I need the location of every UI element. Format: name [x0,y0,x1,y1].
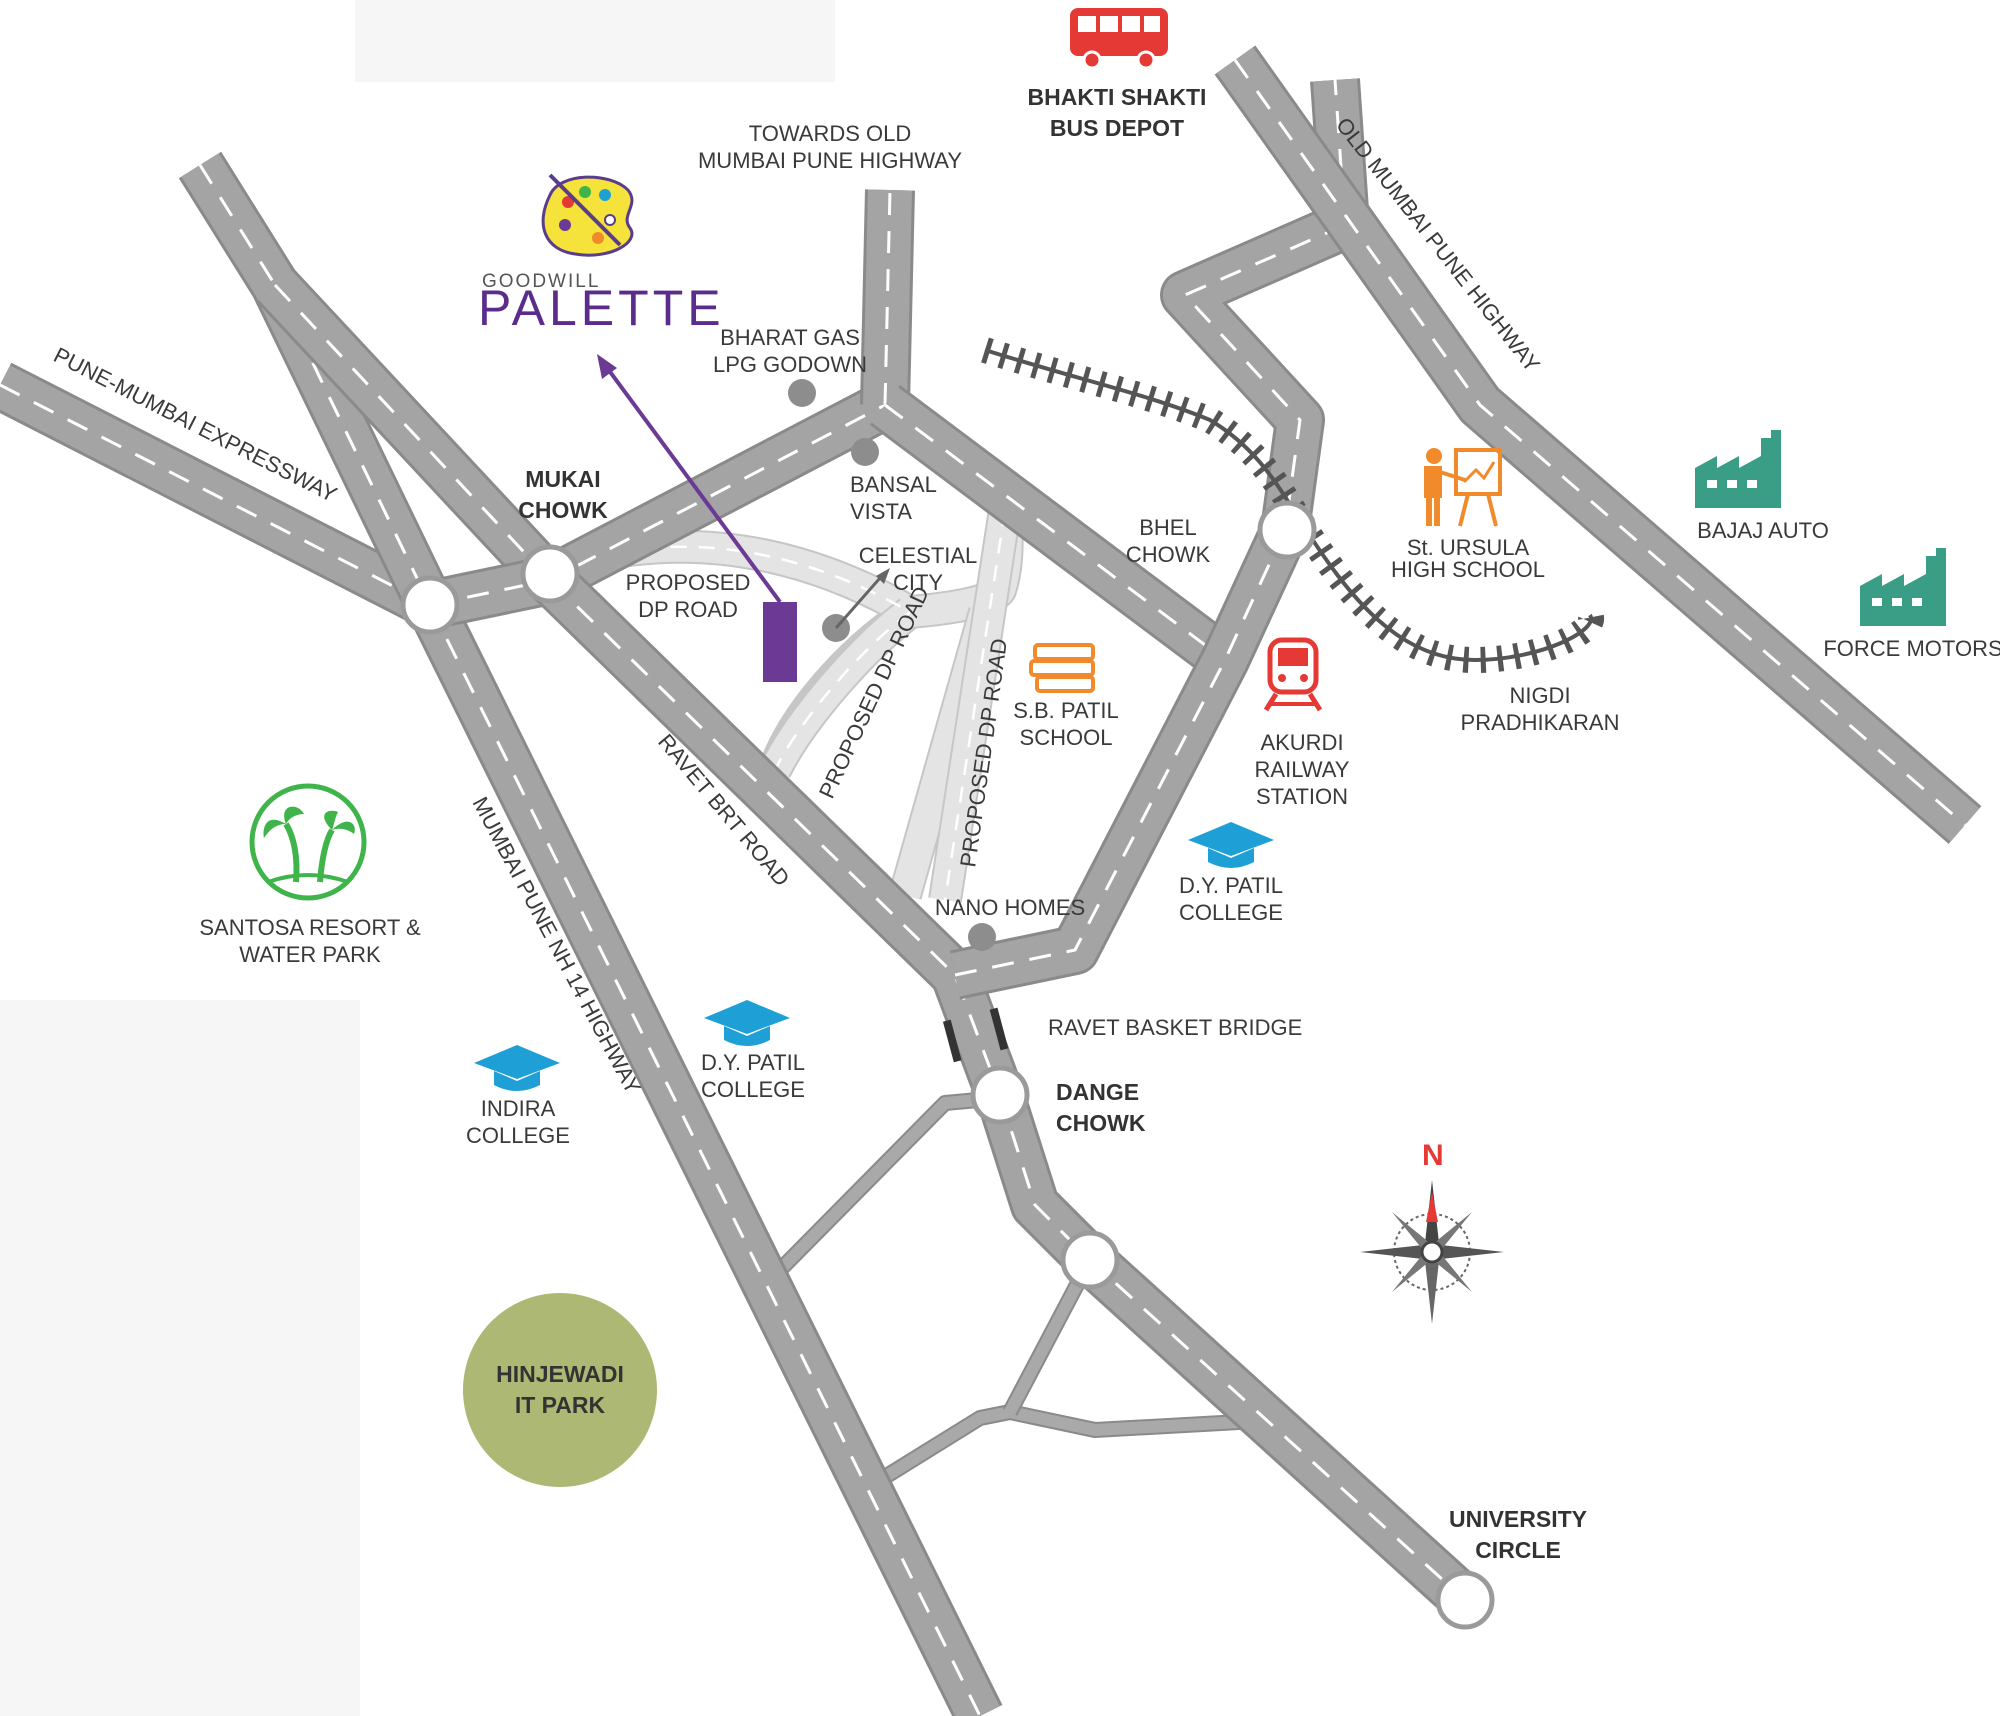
st-ursula-label-1: St. URSULA [1407,535,1530,560]
indira-college-label-1: INDIRA [481,1096,556,1121]
hinjewadi-label-1: HINJEWADI [496,1361,624,1387]
mukai-chowk-label-2: CHOWK [518,497,608,523]
akurdi-label-1: AKURDI [1260,730,1343,755]
compass-rose-icon [1360,1180,1504,1324]
bhel-chowk-label-1: BHEL [1139,515,1196,540]
santosa-label-2: WATER PARK [239,942,381,967]
dange-chowk-label-2: CHOWK [1056,1110,1146,1136]
bus-depot-label-2: BUS DEPOT [1050,115,1184,141]
train-icon [1263,637,1323,712]
bansal-vista-label-2: VISTA [850,499,912,524]
bansal-vista-dot [851,438,879,466]
hinjewadi-it-park-circle [463,1293,657,1487]
bharat-gas-label-2: LPG GODOWN [713,352,867,377]
celestial-city-label-1: CELESTIAL [859,543,978,568]
santosa-label-1: SANTOSA RESORT & [199,915,421,940]
books-icon [1029,643,1095,693]
nigdi-label-1: NIGDI [1509,683,1570,708]
junction-dange-chowk [970,1065,1030,1125]
university-circle-label-2: CIRCLE [1475,1537,1561,1563]
teacher-icon [1424,448,1502,527]
proposed-dp-road-1-label-2: DP ROAD [638,597,738,622]
brand-name-text: PALETTE [478,280,725,336]
brand-top-text: GOODWILL [482,271,600,292]
factory-icon-force [1860,548,1946,626]
hinjewadi-label-2: IT PARK [515,1392,606,1418]
bharat-gas-label-1: BHARAT GAS [720,325,860,350]
junction-university-circle [1435,1570,1495,1630]
dy-patil-2-label-1: D.Y. PATIL [701,1050,805,1075]
dy-patil-2-label-2: COLLEGE [701,1077,805,1102]
bridge-mark-right [989,1007,1009,1051]
background-panel-top [355,0,835,82]
akurdi-label-3: STATION [1256,784,1348,809]
bansal-vista-label-1: BANSAL [850,472,937,497]
junction-bhel-chowk [1257,500,1317,560]
bhel-chowk-label-2: CHOWK [1126,542,1211,567]
palette-icon [541,173,634,257]
ravet-basket-bridge-label: RAVET BASKET BRIDGE [1048,1015,1302,1040]
graduation-cap-icon-indira [474,1045,560,1091]
nano-homes-dot [968,923,996,951]
university-circle-label-1: UNIVERSITY [1449,1506,1587,1532]
nigdi-label-2: PRADHIKARAN [1461,710,1620,735]
project-pointer-arrowhead [597,354,617,379]
project-site-marker [763,602,797,682]
bridge-mark-left [942,1019,962,1063]
project-pointer-arrow [603,363,782,604]
bharat-gas-dot [788,379,816,407]
akurdi-label-2: RAILWAY [1255,757,1350,782]
factory-icon-bajaj [1695,430,1781,508]
sb-patil-label-1: S.B. PATIL [1013,698,1119,723]
junction-south [1060,1230,1120,1290]
bus-depot-label-1: BHAKTI SHAKTI [1028,84,1207,110]
junction-mukai-chowk [520,544,580,604]
indira-college-label-2: COLLEGE [466,1123,570,1148]
nano-homes-label: NANO HOMES [935,895,1085,920]
celestial-city-label-2: CITY [893,570,943,595]
bus-icon [1070,8,1168,70]
dy-patil-1-label-2: COLLEGE [1179,900,1283,925]
st-ursula-label-2: HIGH SCHOOL [1391,557,1545,582]
compass-north-label: N [1422,1139,1444,1172]
palm-tree-icon [249,783,367,901]
towards-old-label-1: TOWARDS OLD [749,121,912,146]
background-panel-bottom [0,1000,360,1716]
force-motors-label: FORCE MOTORS [1823,636,2000,661]
proposed-dp-road-1-label-1: PROPOSED [626,570,751,595]
celestial-city-arrow [834,577,882,629]
mukai-chowk-label-1: MUKAI [525,466,600,492]
graduation-cap-icon-dy2 [704,1000,790,1046]
dy-patil-1-label-1: D.Y. PATIL [1179,873,1283,898]
bajaj-auto-label: BAJAJ AUTO [1697,518,1829,543]
junction-expressway [400,575,460,635]
sb-patil-label-2: SCHOOL [1020,725,1113,750]
graduation-cap-icon-dy1 [1188,822,1274,868]
dange-chowk-label-1: DANGE [1056,1079,1139,1105]
towards-old-label-2: MUMBAI PUNE HIGHWAY [698,148,962,173]
celestial-city-arrowhead [876,568,890,584]
